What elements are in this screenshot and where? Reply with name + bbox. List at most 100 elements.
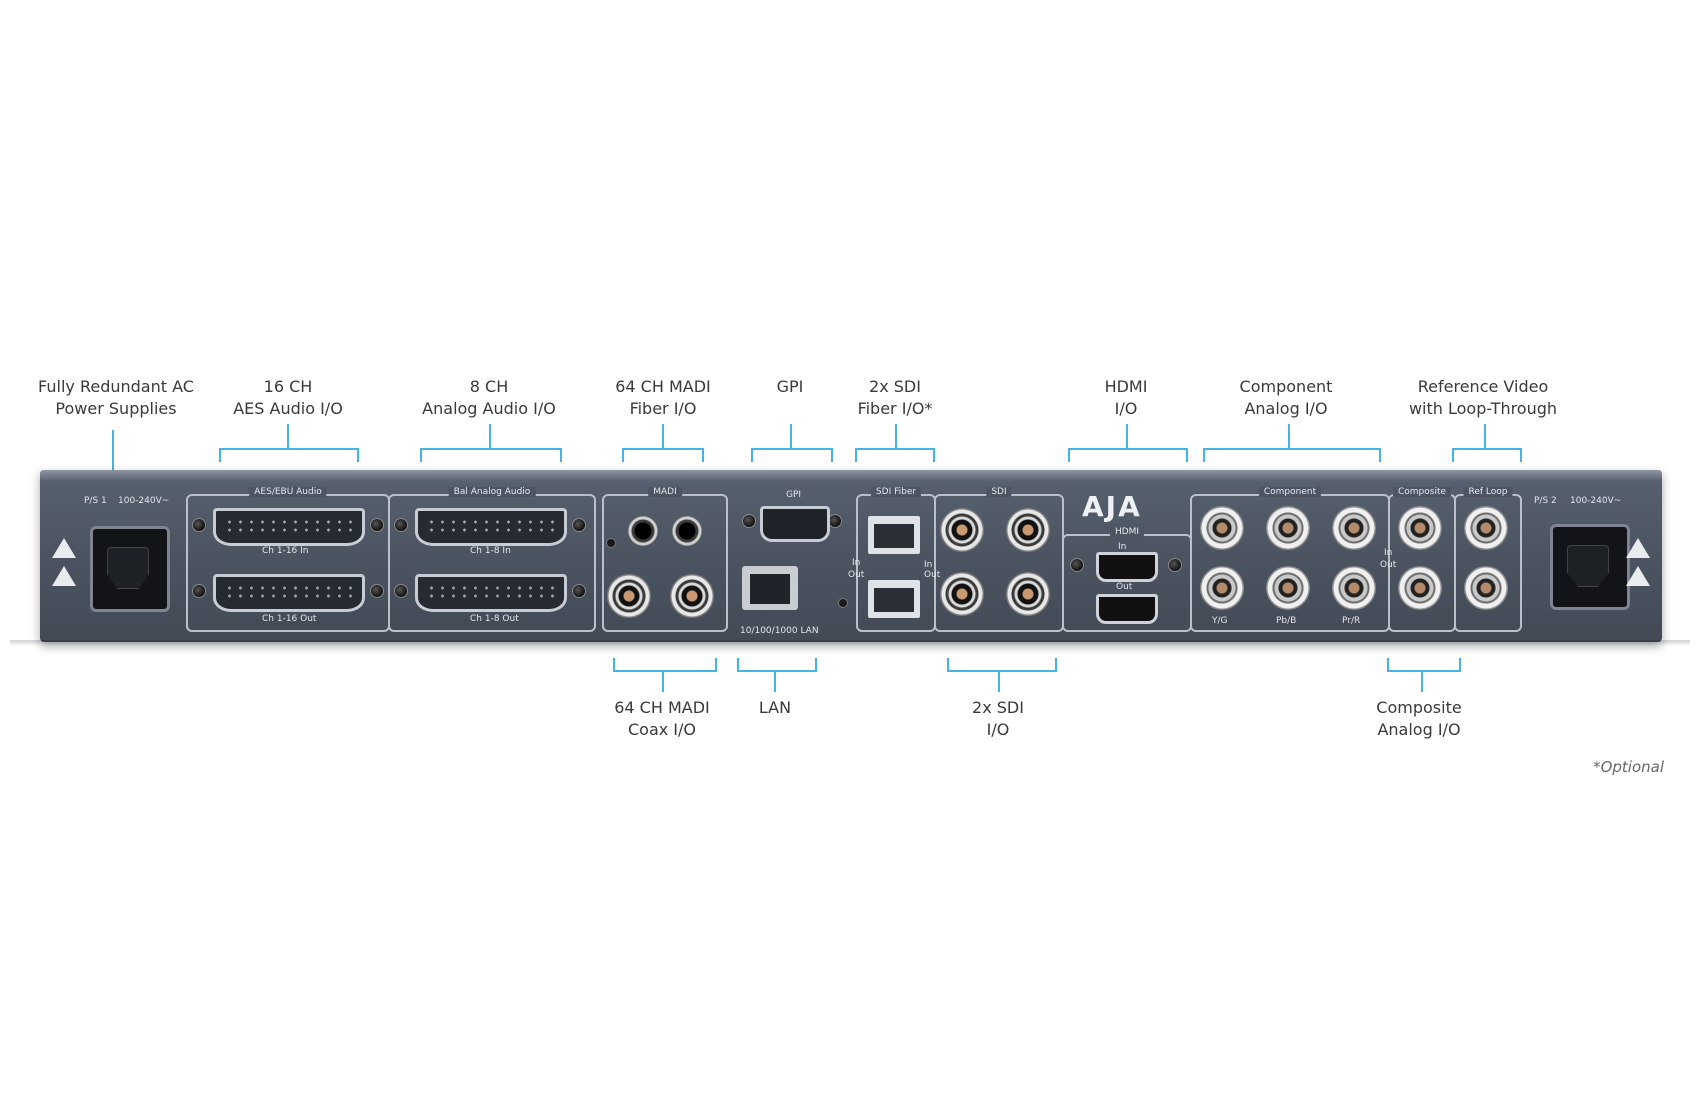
screw [1070,558,1084,572]
screw [742,514,756,528]
psu2-rating: 100-240V~ [1570,496,1622,506]
hdmi-out-label: Out [1116,582,1133,592]
screw [1168,558,1182,572]
gpi-stem [790,424,792,448]
analog-bracket [420,448,562,462]
component-in-pb [1266,506,1310,550]
screw [370,584,384,598]
madi-coax-in [607,574,651,618]
screw [370,518,384,532]
sdi-out-1 [940,572,984,616]
analog-audio-panel: Bal Analog Audio [388,487,596,632]
sdi-in-label: In [924,560,933,570]
gpi-connector [760,506,830,542]
sdi-out-2 [1006,572,1050,616]
lan-stem [774,670,776,692]
screw [828,514,842,528]
component-out-y [1200,566,1244,610]
lan-label: 10/100/1000 LAN [740,626,819,636]
footnote-optional: *Optional [1593,758,1664,776]
hdmi-out-port [1096,594,1158,624]
warning-icon [1626,566,1650,586]
hdmi-in-port [1096,552,1158,582]
component-out-pr [1332,566,1376,610]
madi-led [606,538,616,548]
sdi-fiber-stem [895,424,897,448]
aes-in-connector [213,508,365,546]
composite-in-label: In [1384,548,1393,558]
madi-coax-stem [662,670,664,692]
reference-panel: Ref Loop [1454,487,1522,632]
screw [192,518,206,532]
label-lan: LAN [758,698,792,717]
composite-in [1398,506,1442,550]
aes-bracket [219,448,359,462]
madi-coax-out [670,574,714,618]
aes-in-label: Ch 1-16 In [262,546,309,556]
shadow [10,640,1690,646]
aes-out-connector [213,574,365,612]
aes-panel-title: AES/EBU Audio [249,487,327,497]
psu1-label: P/S 1 [84,496,107,506]
warning-icon [1626,538,1650,558]
sdi-in-2 [1006,508,1050,552]
lan-port [742,566,798,610]
madi-fiber-out [672,516,702,546]
component-stem [1288,424,1290,448]
aes-out-label: Ch 1-16 Out [262,614,317,624]
hdmi-bracket [1068,448,1188,462]
analog-panel-title: Bal Analog Audio [448,487,536,497]
composite-out [1398,566,1442,610]
sdi-fiber-in [868,516,920,554]
hdmi-in-label: In [1118,542,1127,552]
component-in-y [1200,506,1244,550]
reference-bracket [1452,448,1522,462]
component-pr-label: Pr/R [1342,616,1361,626]
sdi-fiber-out [868,580,920,618]
sdi-in-1 [940,508,984,552]
component-panel-title: Component [1258,487,1322,497]
madi-panel: MADI [602,487,728,632]
power-inlet-2 [1550,524,1630,610]
sdi-fiber-bracket [855,448,935,462]
component-bracket [1203,448,1381,462]
aes-stem [287,424,289,448]
sdi-stem [998,670,1000,692]
analog-out-label: Ch 1-8 Out [470,614,519,624]
screw [192,584,206,598]
status-led [838,598,848,608]
madi-coax-bracket [613,658,717,672]
madi-panel-title: MADI [648,487,682,497]
reference-loop-out [1464,566,1508,610]
composite-out-label: Out [1380,560,1397,570]
lan-bracket [737,658,817,672]
psu2-label: P/S 2 [1534,496,1557,506]
reference-in [1464,506,1508,550]
screw [572,584,586,598]
component-out-pb [1266,566,1310,610]
screw [394,518,408,532]
screw [572,518,586,532]
madi-fiber-bracket [622,448,704,462]
madi-fiber-stem [662,424,664,448]
sdi-panel-title: SDI [986,487,1012,497]
component-in-pr [1332,506,1376,550]
psu1-rating: 100-240V~ [118,496,170,506]
sdi-out-label: Out [924,570,941,580]
warning-icon [52,538,76,558]
analog-in-connector [415,508,567,546]
chassis-top-lip [40,470,1662,480]
sdi-fiber-out-label: Out [848,570,865,580]
screw [394,584,408,598]
reference-stem [1484,424,1486,448]
